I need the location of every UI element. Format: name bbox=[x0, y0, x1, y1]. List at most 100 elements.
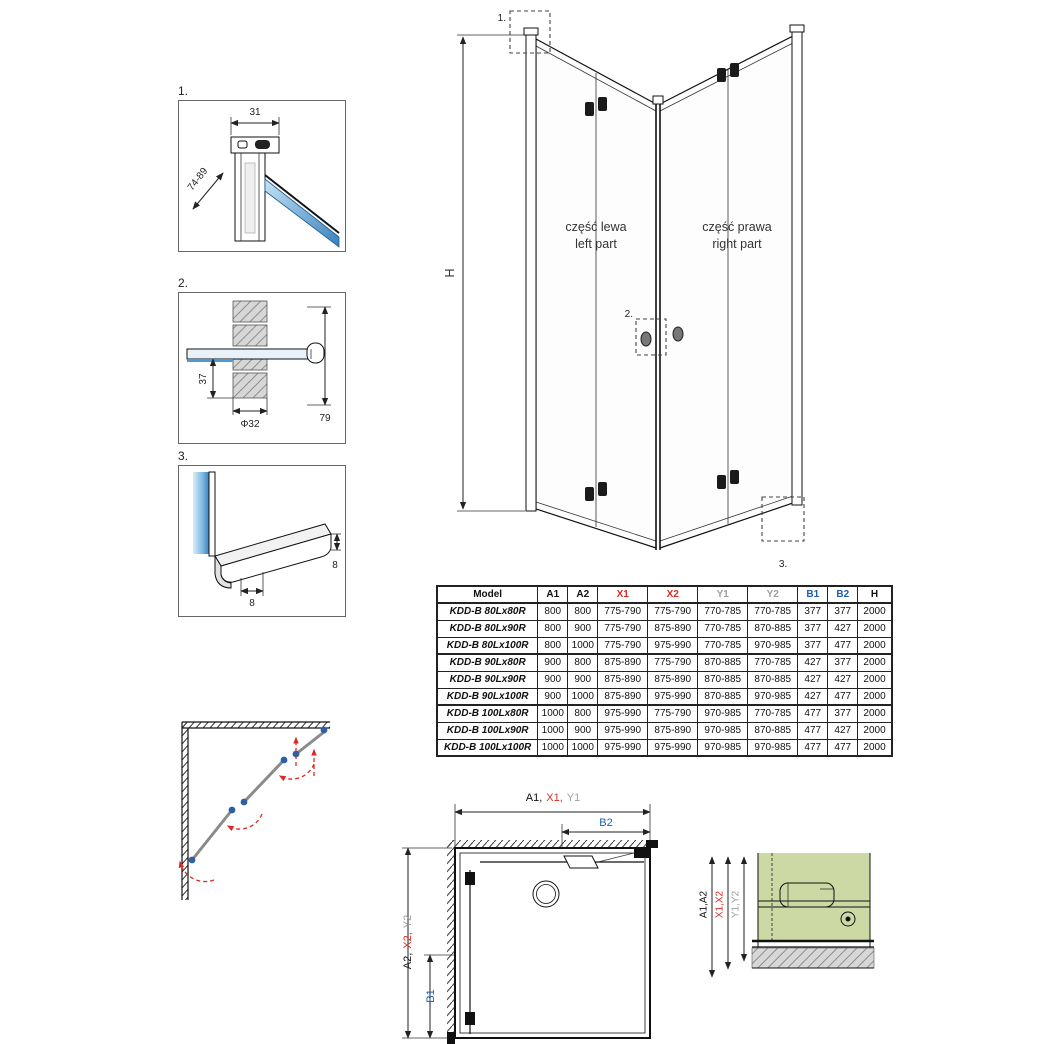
value-cell: 800 bbox=[537, 636, 569, 655]
section-detail bbox=[708, 853, 875, 978]
value-cell: 427 bbox=[797, 653, 829, 672]
section-y-text: Y1,Y2 bbox=[730, 890, 742, 919]
value-cell: 477 bbox=[797, 721, 829, 740]
right-part-label-en: right part bbox=[712, 237, 762, 251]
plan-b1-label: B1 bbox=[425, 966, 437, 1026]
value-cell: 970-985 bbox=[747, 636, 799, 655]
value-cell: 2000 bbox=[857, 721, 893, 740]
value-cell: 377 bbox=[827, 704, 859, 723]
col-header-y2: Y2 bbox=[747, 585, 799, 604]
value-cell: 2000 bbox=[857, 619, 893, 638]
plan-b2-text: B2 bbox=[599, 817, 613, 829]
value-cell: 770-785 bbox=[697, 636, 749, 655]
bar-end-cap bbox=[306, 342, 325, 364]
plan-b2-label: B2 bbox=[561, 817, 651, 829]
model-cell: KDD-B 100Lx80R bbox=[436, 704, 539, 723]
bottom-profile bbox=[214, 523, 332, 589]
col-header-b2: B2 bbox=[827, 585, 859, 604]
value-cell: 775-790 bbox=[647, 602, 699, 621]
detail-3-number: 3. bbox=[178, 449, 189, 463]
plan-width-dimension-label: A1, X1, Y1 bbox=[455, 792, 651, 804]
value-cell: 770-785 bbox=[697, 619, 749, 638]
value-cell: 770-785 bbox=[697, 602, 749, 621]
value-cell: 975-990 bbox=[597, 721, 649, 740]
handle-knobs bbox=[640, 326, 684, 347]
value-cell: 2000 bbox=[857, 653, 893, 672]
value-cell: 477 bbox=[827, 738, 859, 757]
section-a-text: A1,A2 bbox=[698, 890, 710, 919]
value-cell: 970-985 bbox=[697, 704, 749, 723]
value-cell: 870-885 bbox=[747, 721, 799, 740]
value-cell: 427 bbox=[827, 670, 859, 689]
col-header-model: Model bbox=[436, 585, 539, 604]
fold-hinges bbox=[585, 63, 739, 501]
col-header-a2: A2 bbox=[567, 585, 599, 604]
value-cell: 970-985 bbox=[697, 721, 749, 740]
hinge-points bbox=[188, 726, 328, 864]
dim-8-width-label: 8 bbox=[249, 598, 255, 609]
dim-79: 79 bbox=[307, 306, 331, 424]
value-cell: 875-890 bbox=[597, 670, 649, 689]
value-cell: 427 bbox=[797, 687, 829, 706]
dim-phi32: Φ32 bbox=[232, 398, 268, 430]
col-header-y1: Y1 bbox=[697, 585, 749, 604]
dim-8-height: 8 bbox=[331, 533, 341, 571]
detail-1-frame: 31 74-89 bbox=[178, 100, 346, 252]
callout-1-label: 1. bbox=[498, 13, 506, 24]
detail-1-drawing: 31 74-89 bbox=[186, 107, 340, 248]
drain bbox=[532, 880, 560, 908]
value-cell: 1000 bbox=[537, 721, 569, 740]
value-cell: 770-785 bbox=[747, 653, 799, 672]
value-cell: 770-785 bbox=[747, 704, 799, 723]
detail-3-drawing: 8 8 bbox=[193, 471, 341, 609]
value-cell: 377 bbox=[797, 602, 829, 621]
plan-depth-dimension-label: A2, X2, Y2 bbox=[402, 882, 414, 1002]
value-cell: 870-885 bbox=[697, 670, 749, 689]
callout-3: 3. bbox=[761, 496, 805, 570]
value-cell: 970-985 bbox=[747, 738, 799, 757]
screw bbox=[840, 911, 856, 927]
value-cell: 2000 bbox=[857, 738, 893, 757]
model-cell: KDD-B 90Lx100R bbox=[436, 687, 539, 706]
value-cell: 900 bbox=[567, 721, 599, 740]
col-header-b1: B1 bbox=[797, 585, 829, 604]
value-cell: 427 bbox=[827, 721, 859, 740]
glass-pane bbox=[264, 174, 340, 248]
model-cell: KDD-B 90Lx90R bbox=[436, 670, 539, 689]
left-part-label-pl: część lewa bbox=[565, 220, 626, 234]
plan-b1-text: B1 bbox=[425, 989, 437, 1003]
value-cell: 800 bbox=[537, 602, 569, 621]
section-x-label: X1,X2 bbox=[715, 865, 726, 945]
dim-37: 37 bbox=[198, 358, 233, 399]
value-cell: 1000 bbox=[537, 738, 569, 757]
plan-width-x1: X1, bbox=[546, 792, 563, 804]
adjustment-zone bbox=[757, 853, 871, 968]
value-cell: 870-885 bbox=[697, 687, 749, 706]
value-cell: 975-990 bbox=[597, 738, 649, 757]
value-cell: 2000 bbox=[857, 670, 893, 689]
value-cell: 800 bbox=[567, 602, 599, 621]
value-cell: 775-790 bbox=[597, 602, 649, 621]
detail-2-drawing: 37 Φ32 79 bbox=[186, 300, 331, 430]
value-cell: 875-890 bbox=[597, 687, 649, 706]
col-header-x2: X2 bbox=[647, 585, 699, 604]
value-cell: 1000 bbox=[567, 687, 599, 706]
model-cell: KDD-B 80Lx90R bbox=[436, 619, 539, 638]
value-cell: 800 bbox=[567, 653, 599, 672]
value-cell: 870-885 bbox=[747, 670, 799, 689]
value-cell: 477 bbox=[797, 704, 829, 723]
value-cell: 900 bbox=[567, 670, 599, 689]
right-part-label-pl: część prawa bbox=[702, 220, 772, 234]
detail-2-number: 2. bbox=[178, 276, 189, 290]
value-cell: 1000 bbox=[567, 636, 599, 655]
model-cell: KDD-B 80Lx100R bbox=[436, 636, 539, 655]
plan-doors bbox=[465, 848, 650, 1034]
